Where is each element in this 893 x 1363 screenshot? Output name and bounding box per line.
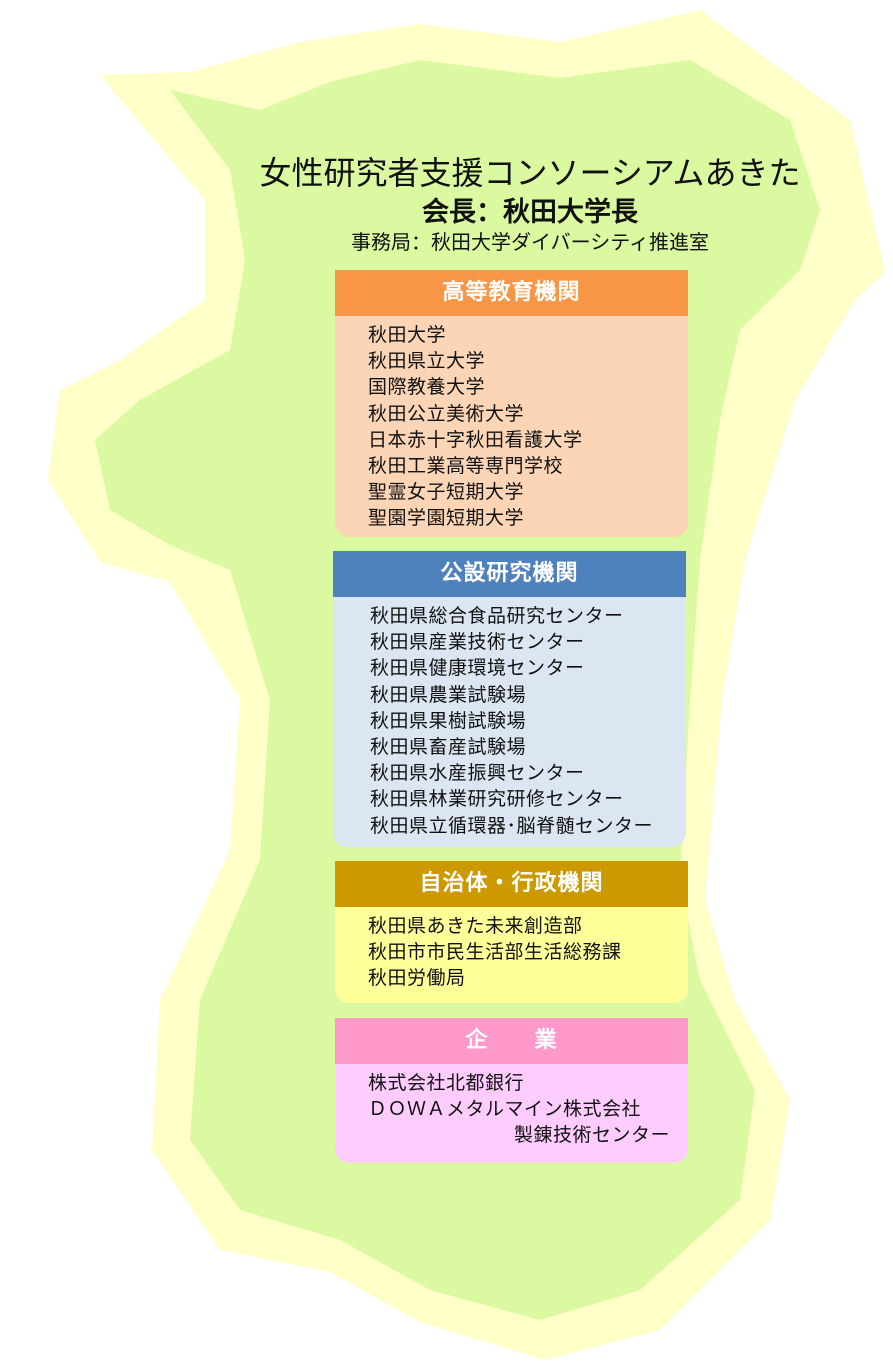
list-item: 秋田県あきた未来創造部 [368,915,583,937]
list-item: 秋田工業高等専門学校 [368,455,564,478]
list-item: 秋田県果樹試験場 [370,709,527,732]
group-header: 高等教育機関 [335,270,688,316]
list-item: 秋田県健康環境センター [370,657,585,680]
list-item: 秋田県立循環器･脳脊髄センター [370,814,654,837]
list-item: 秋田県畜産試験場 [370,736,527,759]
member-list: 秋田大学 秋田県立大学 国際教養大学 秋田公立美術大学 日本赤十字秋田看護大学 … [335,316,688,532]
list-item: 秋田県総合食品研究センター [370,605,624,627]
list-item: 秋田労働局 [368,967,466,990]
group-header: 公設研究機関 [333,551,686,597]
member-list: 株式会社北都銀行 ＤＯＷＡメタルマイン株式会社 製錬技術センター [335,1064,688,1149]
list-item: 秋田県農業試験場 [370,683,527,706]
list-item: 日本赤十字秋田看護大学 [368,428,583,451]
group-public-research: 公設研究機関 秋田県総合食品研究センター 秋田県産業技術センター 秋田県健康環境… [333,551,686,847]
group-government: 自治体・行政機関 秋田県あきた未来創造部 秋田市市民生活部生活総務課 秋田労働局 [335,861,688,1003]
list-item: 製錬技術センター [513,1124,670,1147]
list-item: 秋田県林業研究研修センター [370,788,624,811]
member-list: 秋田県総合食品研究センター 秋田県産業技術センター 秋田県健康環境センター 秋田… [333,597,686,839]
group-companies: 企 業 株式会社北都銀行 ＤＯＷＡメタルマイン株式会社 製錬技術センター [335,1018,688,1163]
list-item: 秋田県産業技術センター [370,631,585,654]
secretariat-label: 事務局：秋田大学ダイバーシティ推進室 [351,230,709,254]
list-item: 株式会社北都銀行 [368,1072,525,1094]
list-item: 聖霊女子短期大学 [368,481,525,504]
group-header: 企 業 [335,1018,688,1064]
list-item: 秋田大学 [368,324,447,346]
group-header: 自治体・行政機関 [335,861,688,907]
group-higher-education: 高等教育機関 秋田大学 秋田県立大学 国際教養大学 秋田公立美術大学 日本赤十字… [335,270,688,537]
list-item: 聖園学園短期大学 [368,507,525,530]
chair-label: 会長：秋田大学長 [422,197,638,228]
member-list: 秋田県あきた未来創造部 秋田市市民生活部生活総務課 秋田労働局 [335,907,688,992]
list-item: 秋田公立美術大学 [368,402,525,425]
list-item: 秋田市市民生活部生活総務課 [368,941,622,964]
list-item: ＤＯＷＡメタルマイン株式会社 [368,1098,642,1121]
consortium-title: 女性研究者支援コンソーシアムあきた [259,154,801,192]
list-item: 秋田県水産振興センター [370,762,585,785]
list-item: 秋田県立大学 [368,350,486,373]
list-item: 国際教養大学 [368,376,486,399]
